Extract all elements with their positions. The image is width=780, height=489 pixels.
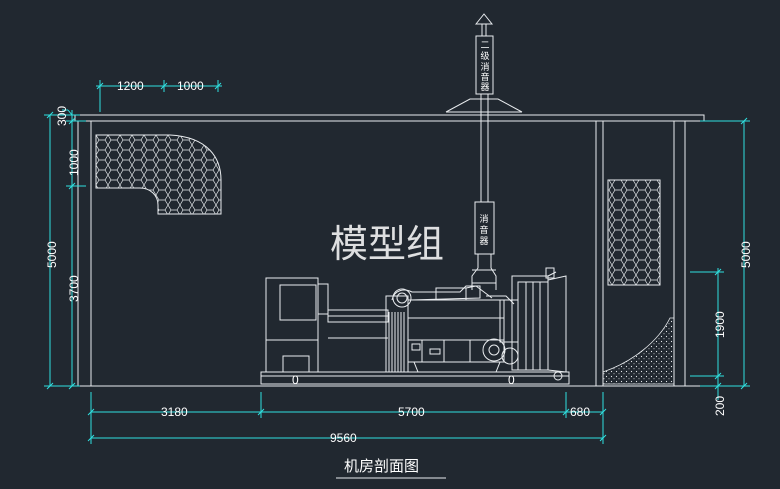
- silencer-label-char: 消: [480, 61, 489, 73]
- dim-top-1000: 1000: [177, 79, 204, 93]
- dim-top-1200: 1200: [117, 79, 144, 93]
- dim-bottom-680: 680: [570, 405, 590, 419]
- dim-left-1000: 1000: [67, 149, 81, 176]
- watermark: 模型组: [330, 222, 444, 266]
- silencer-label: 消 音 器: [479, 213, 488, 247]
- exhaust-vent-grille: [607, 179, 661, 286]
- silencer-label-char: 器: [480, 82, 489, 93]
- drawing-title-block: 机房剖面图: [336, 457, 446, 479]
- silencer-label-char: 级: [480, 50, 489, 62]
- dim-right-5000: 5000: [739, 241, 753, 268]
- top-dimensions: 1200 1000: [96, 79, 222, 112]
- left-dimensions: 5000 1000 3700 300: [44, 106, 86, 390]
- dim-bottom-3180: 3180: [161, 405, 188, 419]
- drawing-title: 机房剖面图: [344, 457, 419, 475]
- silencer-label-char: 器: [479, 236, 488, 247]
- dim-right-200: 200: [713, 396, 727, 416]
- bottom-dimensions: 3180 5700 680 9560: [87, 392, 607, 445]
- dim-left-300: 300: [55, 106, 69, 126]
- exhaust-system: [445, 13, 523, 290]
- silencer-label-char: 音: [479, 224, 488, 236]
- silencer-label-char: 音: [480, 71, 489, 83]
- secondary-silencer-label: 二 级 消 音 器: [480, 41, 489, 93]
- silencer: [474, 201, 495, 255]
- air-intake-duct: [95, 134, 222, 215]
- base-mark-1: 0: [292, 373, 299, 387]
- silencer-label-char: 二: [480, 41, 489, 51]
- base-mark-2: 0: [508, 373, 515, 387]
- dim-bottom-9560: 9560: [330, 431, 357, 445]
- dim-bottom-5700: 5700: [398, 405, 425, 419]
- dim-left-5000: 5000: [45, 241, 59, 268]
- dim-right-1900: 1900: [713, 311, 727, 338]
- silencer-label-char: 消: [479, 213, 488, 225]
- generator-set: 0 0: [260, 267, 570, 387]
- secondary-silencer: [475, 35, 494, 95]
- dim-left-3700: 3700: [67, 275, 81, 302]
- gravel-slope: [602, 317, 675, 385]
- right-dimensions: 5000 1900 200: [690, 117, 753, 416]
